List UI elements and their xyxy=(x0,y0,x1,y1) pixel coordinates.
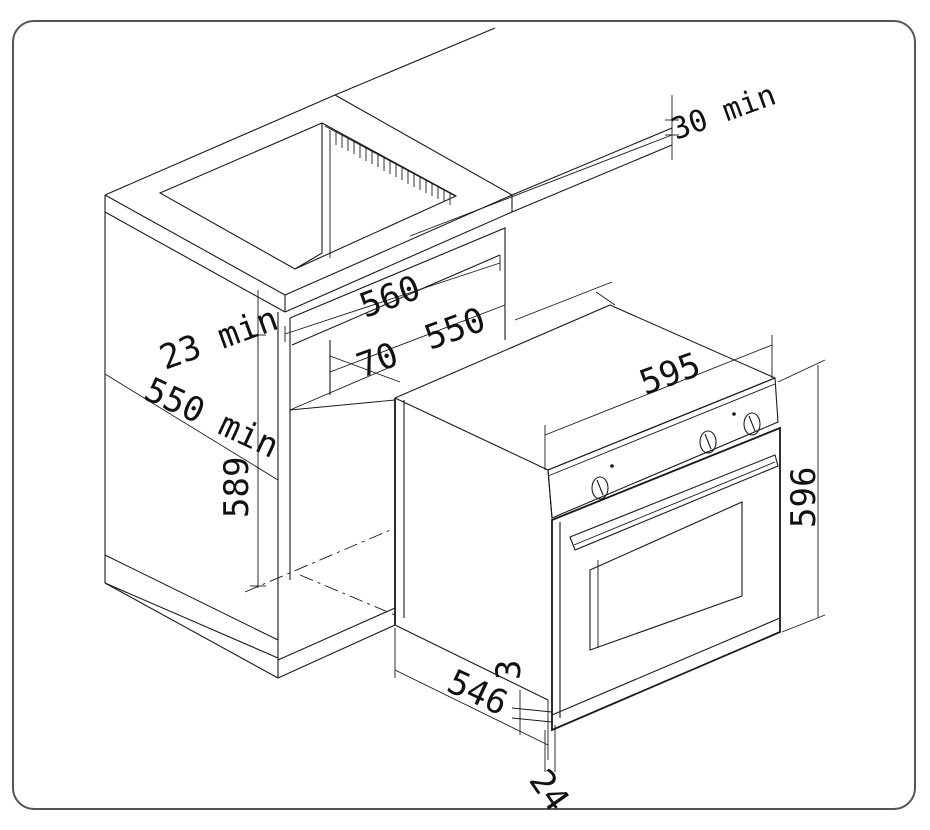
vent-hatching xyxy=(324,125,456,205)
diagram-frame xyxy=(12,20,916,810)
dimension-labels: 30 min 560 550 23 min 70 550 min 589 595… xyxy=(138,78,824,819)
label-70: 70 xyxy=(351,335,403,387)
control-knob-right xyxy=(743,412,761,436)
cabinet xyxy=(104,27,673,679)
label-3: 3 xyxy=(489,660,529,680)
control-knob-middle xyxy=(699,430,717,454)
label-23-min: 23 min xyxy=(154,299,283,379)
label-589: 589 xyxy=(217,457,257,518)
indicator-light-right xyxy=(732,412,736,416)
label-550: 550 xyxy=(419,300,490,359)
label-595: 595 xyxy=(634,345,705,404)
dimension-lines xyxy=(104,95,826,772)
label-30-min: 30 min xyxy=(667,78,781,148)
oven xyxy=(394,304,781,732)
control-knob-left xyxy=(591,476,609,500)
label-550-min: 550 min xyxy=(138,370,285,467)
label-596: 596 xyxy=(784,467,824,528)
label-24: 24 xyxy=(521,762,577,818)
indicator-light-left xyxy=(610,464,614,468)
